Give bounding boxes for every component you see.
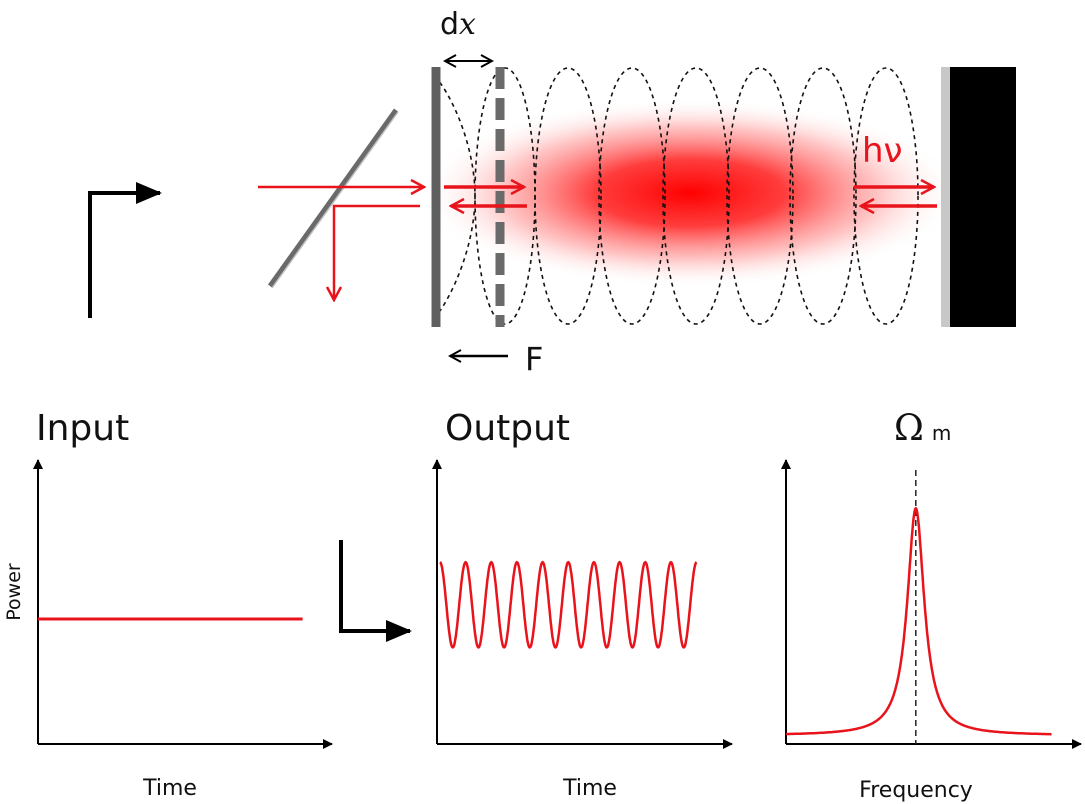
fixed-mirror-face — [941, 67, 951, 327]
spectrum-series-line — [785, 506, 1052, 736]
beam-splitter — [267, 108, 399, 288]
input-time-label: Time — [142, 776, 197, 801]
output-series-line — [439, 560, 698, 649]
power-axis-label: Power — [3, 563, 25, 621]
fixed-mirror — [950, 67, 1016, 327]
intracavity-field — [420, 98, 960, 288]
photon-label: hν — [862, 131, 903, 171]
input-plot: Input Power Time — [3, 408, 333, 801]
cavity-section: dx F hν — [88, 7, 1016, 378]
output-time-label: Time — [562, 776, 617, 801]
force-label: F — [525, 340, 543, 378]
corner-arrow-icon — [88, 182, 162, 318]
input-title: Input — [36, 408, 129, 449]
displacement-label: dx — [440, 7, 476, 42]
output-title: Output — [445, 408, 570, 449]
middle-corner-arrow-icon — [339, 540, 412, 642]
reflected-beam — [334, 204, 420, 300]
frequency-axis-label: Frequency — [859, 778, 973, 803]
beam-splitter-edge — [271, 111, 399, 289]
output-plot: Output Time — [432, 408, 733, 801]
cavity-mode-lobes — [434, 67, 919, 325]
laser-beams — [258, 187, 937, 300]
